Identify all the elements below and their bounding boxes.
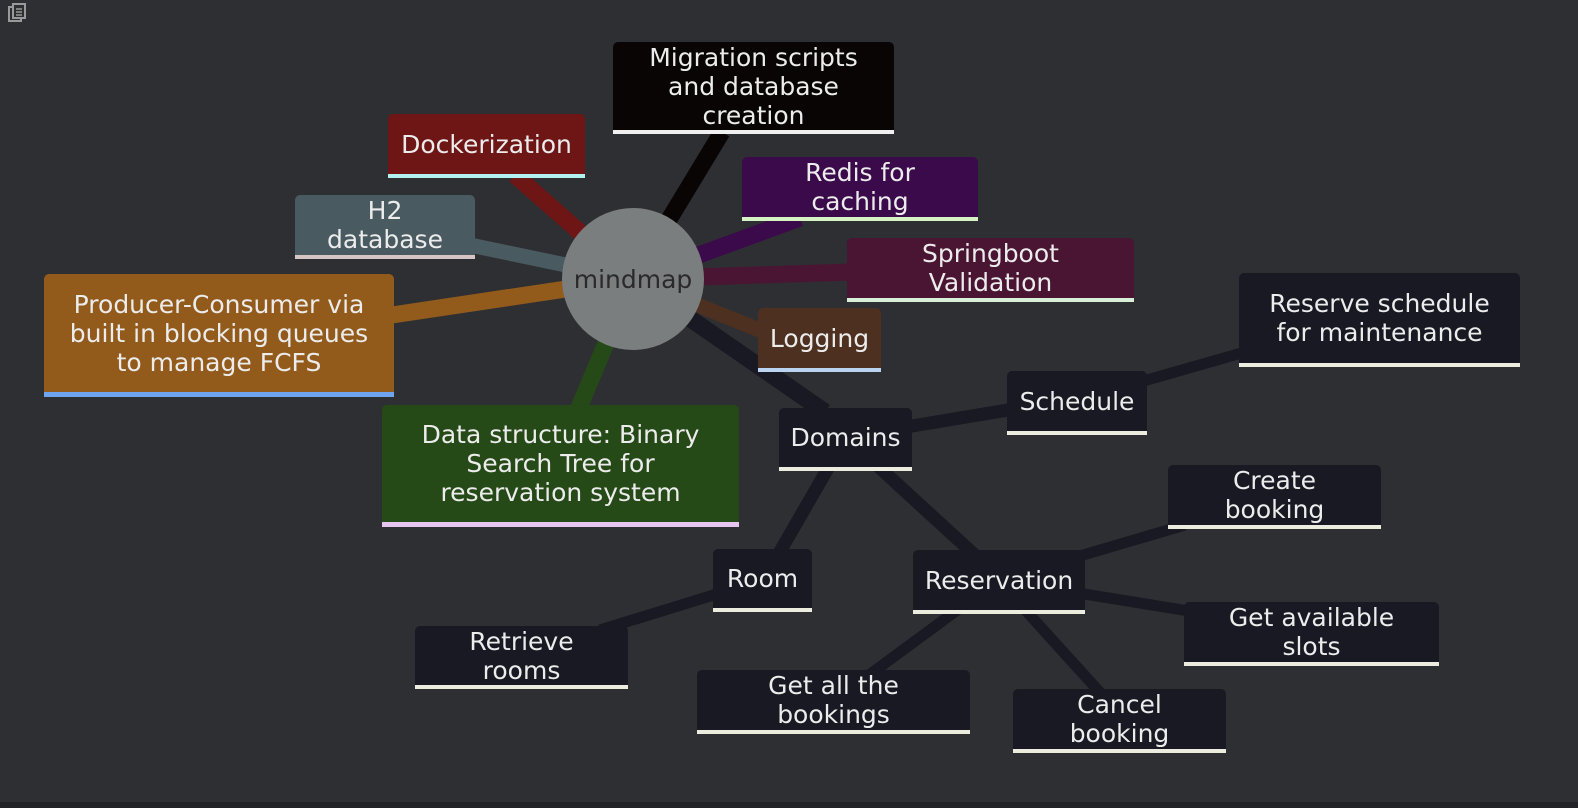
node-bst[interactable]: Data structure: Binary Search Tree for r… (382, 405, 739, 527)
bottom-bar (0, 802, 1578, 808)
node-room[interactable]: Room (713, 549, 812, 612)
node-domains[interactable]: Domains (779, 408, 912, 471)
root-node[interactable]: mindmap (562, 208, 704, 350)
node-schedule[interactable]: Schedule (1007, 371, 1147, 435)
node-create-booking[interactable]: Create booking (1168, 465, 1381, 529)
node-redis[interactable]: Redis for caching (742, 157, 978, 221)
node-cancel-booking[interactable]: Cancel booking (1013, 689, 1226, 753)
node-reservation[interactable]: Reservation (913, 550, 1085, 614)
node-dockerization[interactable]: Dockerization (388, 114, 585, 178)
node-springboot[interactable]: Springboot Validation (847, 238, 1134, 302)
node-h2[interactable]: H2 database (295, 195, 475, 259)
node-retrieve-rooms[interactable]: Retrieve rooms (415, 626, 628, 689)
node-get-available-slots[interactable]: Get available slots (1184, 602, 1439, 666)
node-producer[interactable]: Producer-Consumer via built in blocking … (44, 274, 394, 397)
node-migration[interactable]: Migration scripts and database creation (613, 42, 894, 134)
node-logging[interactable]: Logging (758, 308, 881, 372)
copy-icon[interactable] (6, 2, 28, 24)
node-reserve-maintenance[interactable]: Reserve schedule for maintenance (1239, 273, 1520, 367)
node-get-all-bookings[interactable]: Get all the bookings (697, 670, 970, 734)
